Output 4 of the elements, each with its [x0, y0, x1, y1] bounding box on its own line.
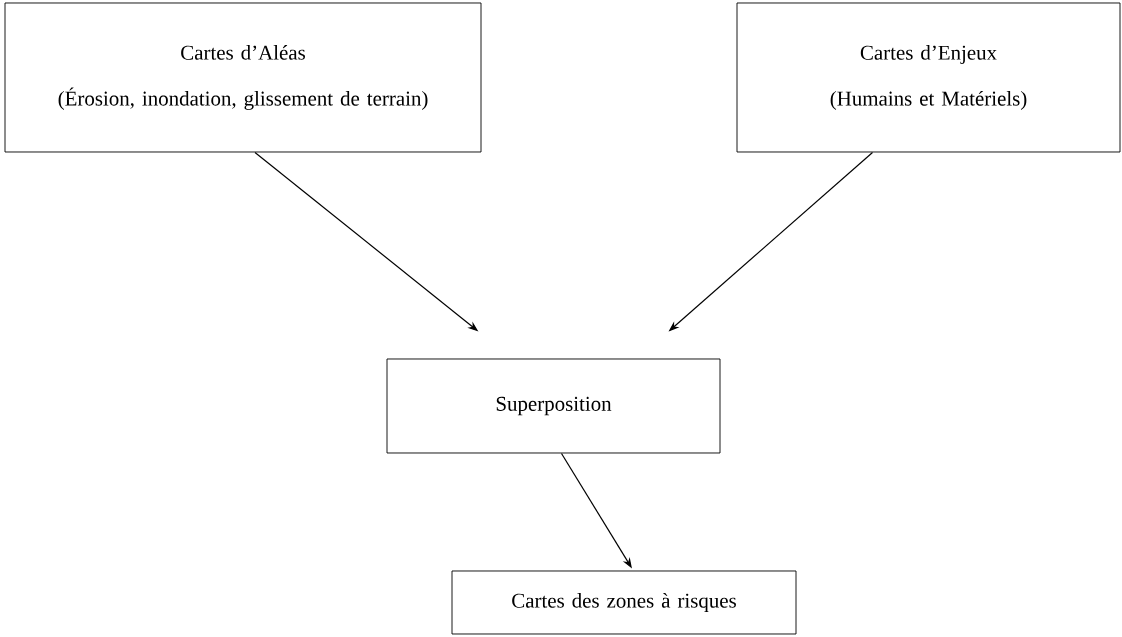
process-box: Cartes d’Aléas (Érosion, inondation, glissement de terrain)	[4, 2, 482, 153]
process-box: Superposition	[386, 358, 721, 454]
process-box: Cartes d’Enjeux (Humains et Matériels)	[736, 2, 1121, 153]
process-box: Cartes des zones à risques	[451, 570, 797, 635]
